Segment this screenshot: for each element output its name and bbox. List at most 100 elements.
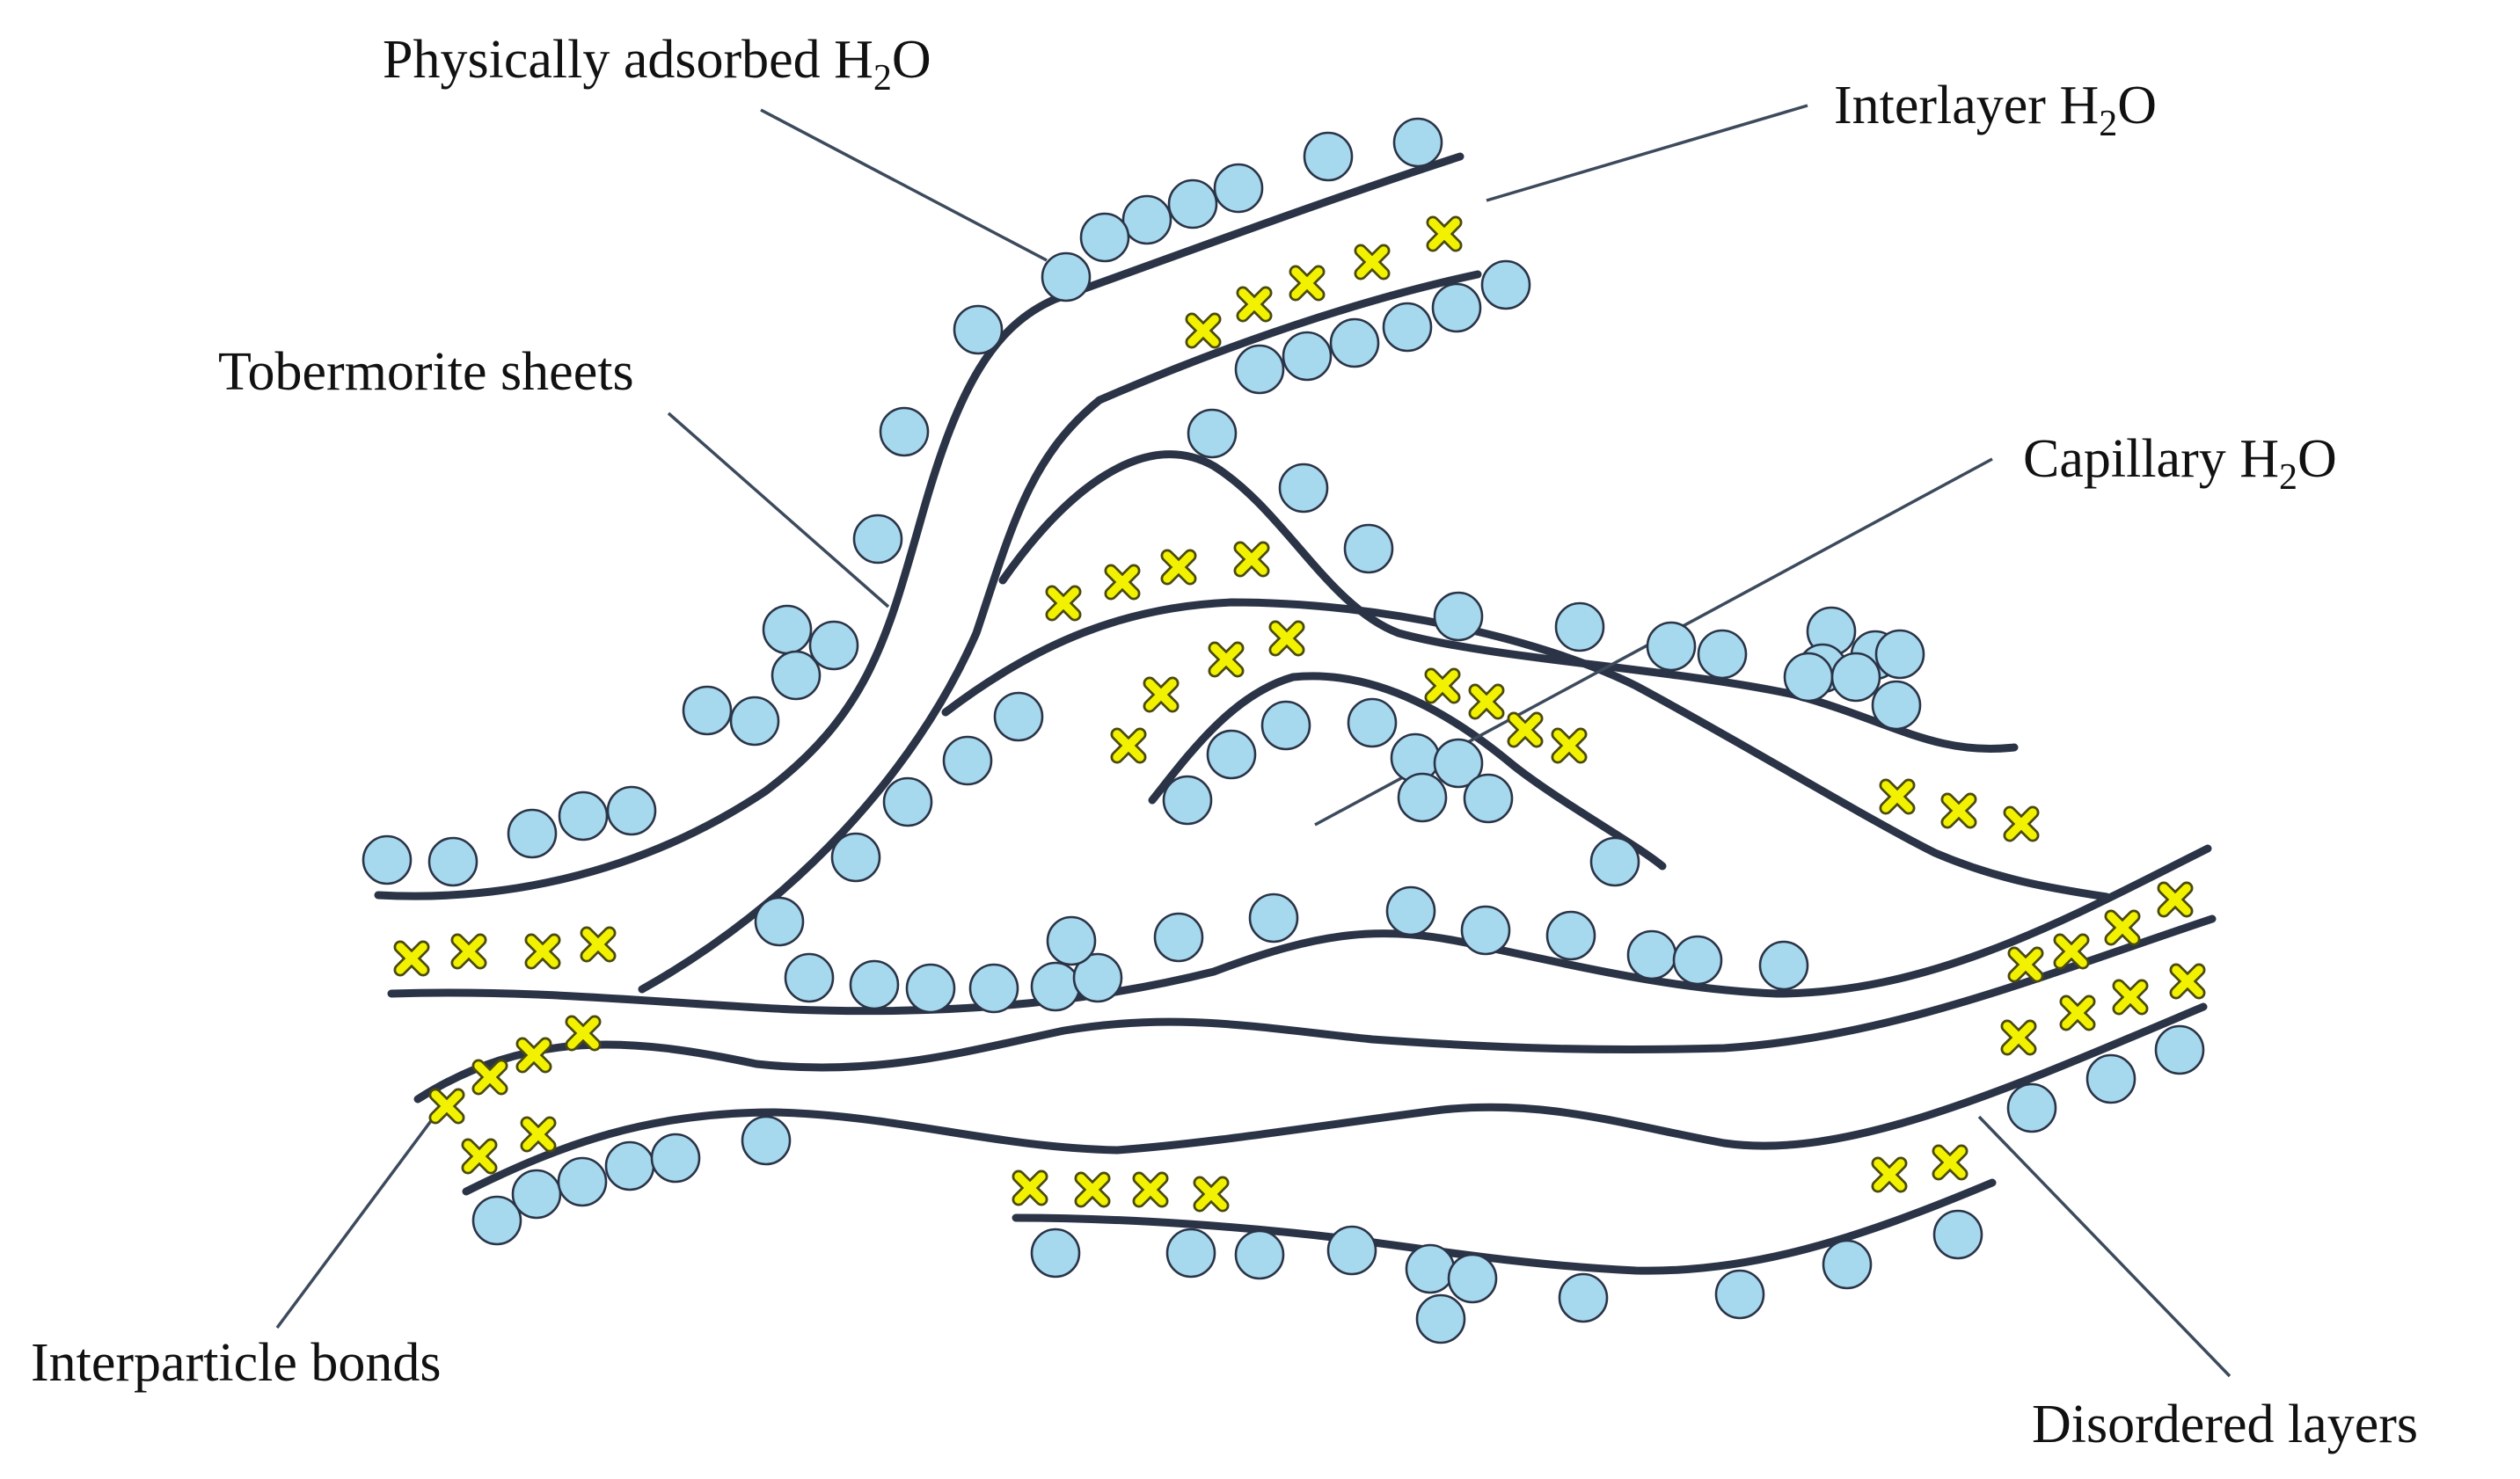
water-molecule-icon [1326,1225,1377,1276]
interlayer-ion-icon [1426,215,1463,252]
water-molecule-icon [558,790,609,842]
water-molecule-icon [1206,729,1257,780]
water-molecule-icon [879,406,930,457]
water-molecule-icon [1260,700,1311,751]
water-molecule-icon [1030,1228,1081,1279]
water-molecule-icon [1397,772,1448,823]
water-molecule-icon [682,685,733,736]
interlayer-ion-icon [1208,641,1245,678]
water-molecule-icon [1932,1209,1983,1260]
interlayer-ion-icon [461,1138,498,1175]
water-molecule-icon [1871,680,1922,731]
interlayer-ion-icon [1268,620,1305,657]
water-molecule-icon [942,735,993,786]
water-molecule-icon [1431,282,1482,333]
water-molecule-icon [729,696,780,747]
water-molecule-icon [1558,1272,1609,1323]
interlayer-ion-icon [1424,667,1461,704]
water-molecule-icon [511,1169,562,1220]
interlayer-ion-icon [580,926,617,963]
water-molecule-icon [604,1140,655,1191]
water-molecule-icon [1030,961,1081,1012]
water-molecule-icon [771,650,822,701]
water-molecule-icon [1447,1253,1498,1304]
water-molecule-icon [784,952,835,1003]
sheet-small-hump [1148,672,1667,871]
water-molecule-icon [1046,915,1097,966]
interlayer-ion-icon [471,1059,508,1096]
label-capillary: Capillary H2O [2023,429,2337,498]
water-molecule-icon [852,514,903,565]
water-molecule-icon [2006,1082,2057,1133]
water-molecule-icon [830,832,881,883]
water-molecule-icon [849,959,900,1010]
sheet-middle-arch [941,598,2111,901]
water-molecule-icon [471,1195,522,1246]
interlayer-ion-icon [2059,994,2096,1031]
interlayer-ion-icon [1940,792,1977,829]
interlayer-ion-icon [1143,676,1180,713]
interlayer-ion-icon [1236,286,1273,323]
interlayer-ion-icon [1132,1171,1169,1208]
leader-physically-adsorbed [760,108,1048,262]
water-molecule-icon [953,304,1004,355]
interlayer-ion-icon [524,933,561,970]
interlayer-ion-icon [515,1037,552,1074]
water-molecule-icon [993,691,1044,742]
water-molecule-icon [1830,652,1881,703]
water-molecule-icon [1234,344,1285,395]
water-molecule-icon [1234,1229,1285,1280]
water-molecule-icon [1460,905,1511,956]
interlayer-ion-icon [1110,727,1147,764]
water-molecule-icon [1303,131,1354,182]
water-molecule-icon [1415,1293,1466,1344]
water-molecule-icon [1822,1239,1873,1290]
leader-tobermorite [667,412,890,608]
interlayer-ion-icon [1104,564,1141,601]
interlayer-ion-icon [393,940,430,977]
water-molecule-icon [1626,929,1677,980]
interlayer-ion-icon [1507,711,1544,748]
water-molecule-icon [1433,591,1484,642]
interlayer-ion-icon [1185,312,1222,349]
water-molecule-icon [2154,1024,2205,1075]
sheet-top-inner [638,270,1482,994]
water-molecule-icon [1213,163,1264,214]
interlayer-ion-icon [2112,979,2149,1016]
water-molecule-icon [1278,463,1329,514]
interlayer-ion-icon [2104,909,2141,946]
interlayer-ion-icon [2003,805,2040,842]
interlayer-ion-icon [1871,1156,1908,1193]
interlayer-ion-icon [2053,933,2090,970]
water-molecule-icon [362,834,413,885]
water-molecule-icon [741,1115,792,1166]
water-molecule-icon [754,896,805,947]
interlayer-ion-icon [565,1015,602,1052]
water-molecule-icon [1783,652,1834,703]
water-molecule-icon [1187,408,1238,459]
water-molecule-icon [808,620,859,671]
interlayer-ion-icon [1193,1176,1230,1213]
water-molecule-icon [1672,935,1723,986]
sheet-long-lower [462,1002,2208,1196]
water-molecule-icon [557,1156,608,1207]
water-molecule-icon [1079,212,1130,263]
water-molecule-icon [1329,317,1380,368]
water-molecule-icon [1874,629,1925,680]
labels: Physically adsorbed H2O Interlayer H2O T… [31,30,2418,1454]
leader-interparticle [275,1113,437,1330]
label-physically-adsorbed: Physically adsorbed H2O [383,30,931,98]
water-molecule-icon [1162,775,1213,826]
interlayer-ion-icon [520,1116,557,1153]
sheet-peak [998,450,2019,754]
label-disordered: Disordered layers [2032,1395,2418,1454]
water-molecule-icon [427,836,478,887]
leader-interlayer [1486,104,1808,202]
water-molecules [362,117,2205,1344]
interlayer-ion-icon [1012,1169,1048,1206]
label-interparticle: Interparticle bonds [31,1333,442,1393]
water-molecule-icon [650,1133,701,1184]
label-interlayer: Interlayer H2O [1834,76,2157,144]
water-molecule-icon [2085,1053,2137,1104]
